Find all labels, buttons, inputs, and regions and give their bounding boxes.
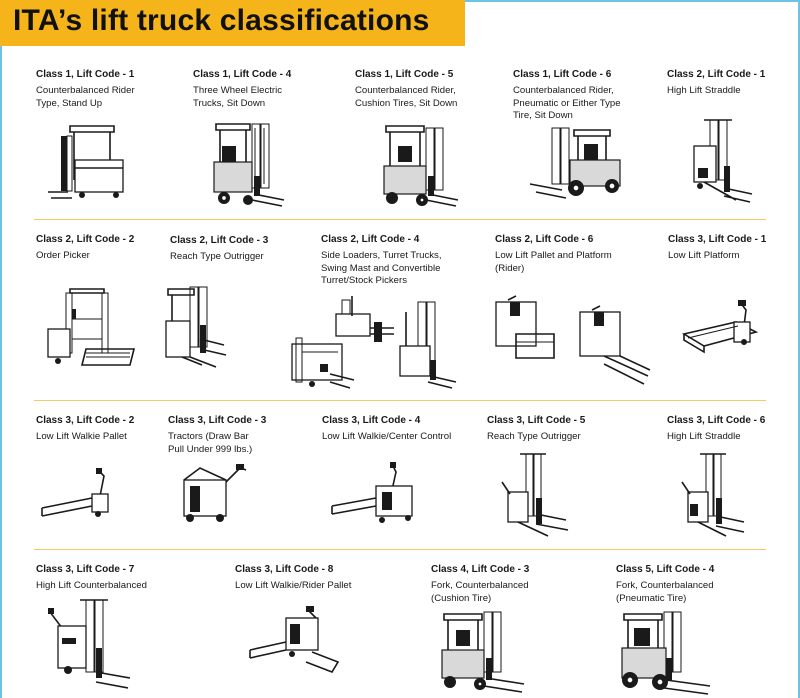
class-code: Class 2, Lift Code - 3 <box>170 235 269 246</box>
stand-up-rider-truck-illustration <box>48 118 138 208</box>
cushion-tire-rider-truck-illustration <box>380 120 460 210</box>
class-code: Class 3, Lift Code - 3 <box>168 415 267 426</box>
class-code: Class 3, Lift Code - 6 <box>667 415 766 426</box>
class-code: Class 5, Lift Code - 4 <box>616 564 715 575</box>
title-banner: ITA’s lift truck classifications <box>0 0 465 46</box>
row-divider <box>34 549 766 550</box>
class-code: Class 2, Lift Code - 6 <box>495 234 594 245</box>
class-description: Low Lift Platform <box>668 250 740 261</box>
walkie-center-control-illustration <box>330 462 420 528</box>
class-description: Low Lift Pallet and Platform (Rider) <box>495 250 612 274</box>
class-item: Class 3, Lift Code - 8 Low Lift Walkie/R… <box>235 563 395 593</box>
low-lift-walkie-pallet-illustration <box>38 468 118 528</box>
class-item: Class 1, Lift Code - 6 Counterbalanced R… <box>513 68 673 123</box>
class-item: Class 3, Lift Code - 6 High Lift Straddl… <box>667 414 792 444</box>
class-code: Class 1, Lift Code - 1 <box>36 69 135 80</box>
class-description: Tractors (Draw Bar Pull Under 999 lbs.) <box>168 431 253 455</box>
class-item: Class 2, Lift Code - 2 Order Picker <box>36 233 196 263</box>
class-description: High Lift Straddle <box>667 85 741 96</box>
class-item: Class 3, Lift Code - 3 Tractors (Draw Ba… <box>168 414 328 456</box>
class-description: Three Wheel Electric Trucks, Sit Down <box>193 85 283 109</box>
tractor-illustration <box>180 460 250 530</box>
walkie-high-lift-counterbalanced-illustration <box>44 598 134 694</box>
class-description: Fork, Counterbalanced (Pneumatic Tire) <box>616 580 714 604</box>
class-description: Order Picker <box>36 250 90 261</box>
low-lift-platform-illustration <box>680 298 760 366</box>
walkie-rider-pallet-illustration <box>246 606 342 676</box>
class-description: Low Lift Walkie Pallet <box>36 431 127 442</box>
three-wheel-electric-truck-illustration <box>208 118 288 210</box>
class-item: Class 2, Lift Code - 6 Low Lift Pallet a… <box>495 233 655 275</box>
class-item: Class 5, Lift Code - 4 Fork, Counterbala… <box>616 563 776 605</box>
class-code: Class 1, Lift Code - 6 <box>513 69 612 80</box>
class-item: Class 3, Lift Code - 2 Low Lift Walkie P… <box>36 414 196 444</box>
walkie-reach-outrigger-illustration <box>498 452 574 538</box>
class-code: Class 3, Lift Code - 1 <box>668 234 767 245</box>
class-description: Reach Type Outrigger <box>487 431 581 442</box>
class-description: Reach Type Outrigger <box>170 251 264 262</box>
class-item: Class 3, Lift Code - 5 Reach Type Outrig… <box>487 414 647 444</box>
class-description: Counterbalanced Rider, Pneumatic or Eith… <box>513 85 621 121</box>
class-item: Class 2, Lift Code - 4 Side Loaders, Tur… <box>321 233 481 288</box>
class-description: High Lift Straddle <box>667 431 741 442</box>
class-code: Class 3, Lift Code - 7 <box>36 564 135 575</box>
page-title: ITA’s lift truck classifications <box>13 4 430 37</box>
class-item: Class 4, Lift Code - 3 Fork, Counterbala… <box>431 563 591 605</box>
class-description: Side Loaders, Turret Trucks, Swing Mast … <box>321 250 442 286</box>
class-item: Class 2, Lift Code - 3 Reach Type Outrig… <box>170 234 330 264</box>
low-lift-pallet-platform-rider-illustration <box>494 295 654 386</box>
class-code: Class 3, Lift Code - 5 <box>487 415 586 426</box>
class-item: Class 3, Lift Code - 4 Low Lift Walkie/C… <box>322 414 482 444</box>
class-description: Counterbalanced Rider, Cushion Tires, Si… <box>355 85 458 109</box>
class-code: Class 2, Lift Code - 1 <box>667 69 766 80</box>
pneumatic-tire-forklift-illustration <box>620 608 716 696</box>
class-item: Class 1, Lift Code - 5 Counterbalanced R… <box>355 68 515 110</box>
walkie-high-lift-straddle-illustration <box>680 452 750 538</box>
class-item: Class 1, Lift Code - 4 Three Wheel Elect… <box>193 68 353 110</box>
class-code: Class 3, Lift Code - 8 <box>235 564 334 575</box>
class-description: Counterbalanced Rider Type, Stand Up <box>36 85 135 109</box>
class-code: Class 1, Lift Code - 5 <box>355 69 454 80</box>
row-divider <box>34 219 766 220</box>
class-description: Fork, Counterbalanced (Cushion Tire) <box>431 580 529 604</box>
class-item: Class 1, Lift Code - 1 Counterbalanced R… <box>36 68 196 110</box>
pneumatic-tire-rider-truck-illustration <box>528 124 628 200</box>
reach-outrigger-illustration <box>162 285 232 369</box>
class-description: Low Lift Walkie/Center Control <box>322 431 452 442</box>
cushion-tire-forklift-illustration <box>440 608 530 696</box>
class-code: Class 3, Lift Code - 2 <box>36 415 135 426</box>
class-item: Class 3, Lift Code - 7 High Lift Counter… <box>36 563 196 593</box>
class-code: Class 2, Lift Code - 4 <box>321 234 420 245</box>
class-description: High Lift Counterbalanced <box>36 580 147 591</box>
class-code: Class 4, Lift Code - 3 <box>431 564 530 575</box>
class-code: Class 1, Lift Code - 4 <box>193 69 292 80</box>
class-description: Low Lift Walkie/Rider Pallet <box>235 580 352 591</box>
class-item: Class 2, Lift Code - 1 High Lift Straddl… <box>667 68 792 98</box>
order-picker-illustration <box>46 285 136 371</box>
side-loader-turret-truck-illustration <box>290 292 460 394</box>
class-code: Class 3, Lift Code - 4 <box>322 415 421 426</box>
high-lift-straddle-illustration <box>690 118 758 204</box>
class-item: Class 3, Lift Code - 1 Low Lift Platform <box>668 233 793 263</box>
row-divider <box>34 400 766 401</box>
class-code: Class 2, Lift Code - 2 <box>36 234 135 245</box>
